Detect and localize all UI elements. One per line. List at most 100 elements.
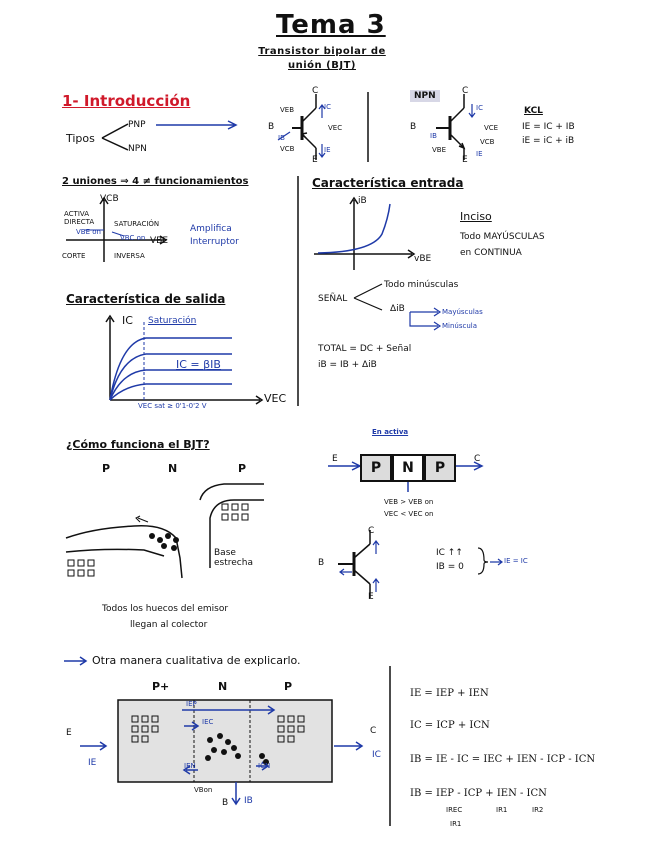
- kcl-eq1: IE = IC + IB: [522, 122, 575, 132]
- kcl-eq2: iE = iC + iB: [522, 136, 575, 146]
- active-title: En activa: [372, 428, 409, 436]
- kcl-title: KCL: [524, 106, 543, 116]
- how-caption2: llegan al colector: [130, 620, 208, 630]
- input-char-graph: [314, 196, 416, 270]
- npn-vbe-label: VBE: [432, 146, 447, 154]
- pnp-c-label: C: [312, 86, 319, 96]
- qual-n: N: [218, 680, 228, 693]
- notation-line2: en CONTINUA: [460, 248, 522, 258]
- qual-iec: IEC: [202, 718, 214, 726]
- eq-ir1-bottom: IR1: [450, 820, 462, 828]
- total-eq2: iB = IB + ΔiB: [318, 360, 377, 370]
- modes-axes: [66, 196, 168, 262]
- how-n: N: [168, 462, 178, 475]
- mode-note-amplify: Amplifica: [190, 224, 232, 234]
- output-char-xlabel: VEC: [264, 392, 287, 405]
- signal-minus: Todo minúsculas: [384, 280, 459, 290]
- tipos-branch: [101, 123, 129, 151]
- active-c: C: [474, 454, 481, 464]
- middle-divider: [297, 176, 299, 406]
- active-ic: IC ↑↑: [436, 548, 463, 558]
- modes-axis-y: VCB: [100, 194, 119, 204]
- input-char-heading: Característica entrada: [312, 176, 464, 190]
- qual-arrow-icon: [64, 656, 88, 666]
- qual-e: E: [66, 728, 72, 738]
- intro-heading: 1- Introducción: [62, 92, 191, 110]
- npn-ib-label: IB: [430, 132, 437, 140]
- mode-cut: CORTE: [62, 252, 86, 260]
- mode-vbeon: VBE on: [76, 228, 101, 236]
- how-p2: P: [238, 462, 247, 475]
- how-p1: P: [102, 462, 111, 475]
- active-result: IE = IC: [504, 557, 528, 565]
- pnp-ib-label: IB: [278, 134, 285, 142]
- how-caption1: Todos los huecos del emisor: [102, 604, 229, 614]
- tipos-pnp: PNP: [128, 120, 146, 130]
- modes-axis-x: VBE: [150, 236, 169, 246]
- qual-p: P: [284, 680, 293, 693]
- npn-e-label: E: [462, 155, 468, 165]
- tipos-npn: NPN: [128, 144, 147, 154]
- qual-heading: Otra manera cualitativa de explicarlo.: [92, 654, 301, 667]
- pnp-arrow: [156, 120, 238, 130]
- tipos-label: Tipos: [66, 132, 95, 145]
- page-subtitle-2: unión (BJT): [288, 60, 356, 71]
- block-p-left: P: [360, 454, 392, 482]
- active-brace: [477, 547, 503, 575]
- band-diagram: [65, 483, 264, 579]
- signal-sub-branch: [409, 307, 442, 331]
- pnp-ic-label: IC: [324, 103, 331, 111]
- eq-ib-split: IB = IEP - ICP + IEN - ICN: [410, 788, 547, 799]
- page-title: Tema 3: [276, 10, 386, 40]
- pnp-b-label: B: [268, 122, 275, 132]
- active-cond1: VEB > VEB on: [384, 498, 434, 506]
- active-t-b: B: [318, 558, 325, 568]
- output-char-region: Saturación: [148, 316, 197, 326]
- notation-line1: Todo MAYÚSCULAS: [460, 232, 545, 242]
- eq-ic: IC = ICP + ICN: [410, 720, 490, 731]
- qual-iep: IEP: [186, 700, 197, 708]
- active-ib-zero: IB = 0: [436, 562, 464, 572]
- how-heading: ¿Cómo funciona el BJT?: [66, 438, 210, 451]
- active-e: E: [332, 454, 338, 464]
- qual-ien: IEN: [184, 762, 196, 770]
- active-t-c: C: [368, 526, 375, 536]
- notation-title: Inciso: [460, 210, 492, 223]
- pnp-vcb-label: VCB: [280, 145, 295, 153]
- npn-vcb-label: VCB: [480, 138, 495, 146]
- npn-badge: NPN: [410, 90, 440, 102]
- pnp-vec-label: VEC: [328, 124, 343, 132]
- intro-divider: [367, 92, 369, 162]
- qual-ie: IE: [88, 758, 97, 768]
- npn-ie-label: IE: [476, 150, 483, 158]
- pnp-ie-label: IE: [324, 146, 331, 154]
- qual-device-diagram: [80, 699, 364, 806]
- qual-ib: IB: [244, 796, 253, 806]
- total-eq1: TOTAL = DC + Señal: [318, 344, 412, 354]
- qual-divider: [389, 666, 391, 826]
- page-subtitle-1: Transistor bipolar de: [258, 46, 386, 57]
- qual-b: B: [222, 798, 229, 808]
- npn-vce-label: VCE: [484, 124, 499, 132]
- qual-c: C: [370, 726, 377, 736]
- signal-branch: [353, 283, 383, 311]
- block-n: N: [392, 454, 424, 482]
- signal-label: SEÑAL: [318, 294, 348, 304]
- eq-ie: IE = IEP + IEN: [410, 688, 489, 699]
- pnp-veb-label: VEB: [280, 106, 295, 114]
- active-cond2: VEC < VEC on: [384, 510, 434, 518]
- active-t-e: E: [368, 592, 374, 602]
- eq-ir2: IR2: [532, 806, 544, 814]
- modes-heading: 2 uniones ⇒ 4 ≠ funcionamientos: [62, 176, 249, 187]
- mode-note-switch: Interruptor: [190, 237, 239, 247]
- active-transistor-symbol: [338, 530, 380, 598]
- mode-saturation: SATURACIÓN: [114, 220, 160, 228]
- npn-ic-label: IC: [476, 104, 483, 112]
- base-note: Base estrecha: [214, 548, 253, 568]
- block-p-right: P: [424, 454, 456, 482]
- eq-irec: IREC: [446, 806, 463, 814]
- input-char-xlabel: vBE: [414, 254, 432, 264]
- signal-upper: Mayúsculas: [442, 308, 483, 316]
- qual-p-plus: P+: [152, 680, 170, 693]
